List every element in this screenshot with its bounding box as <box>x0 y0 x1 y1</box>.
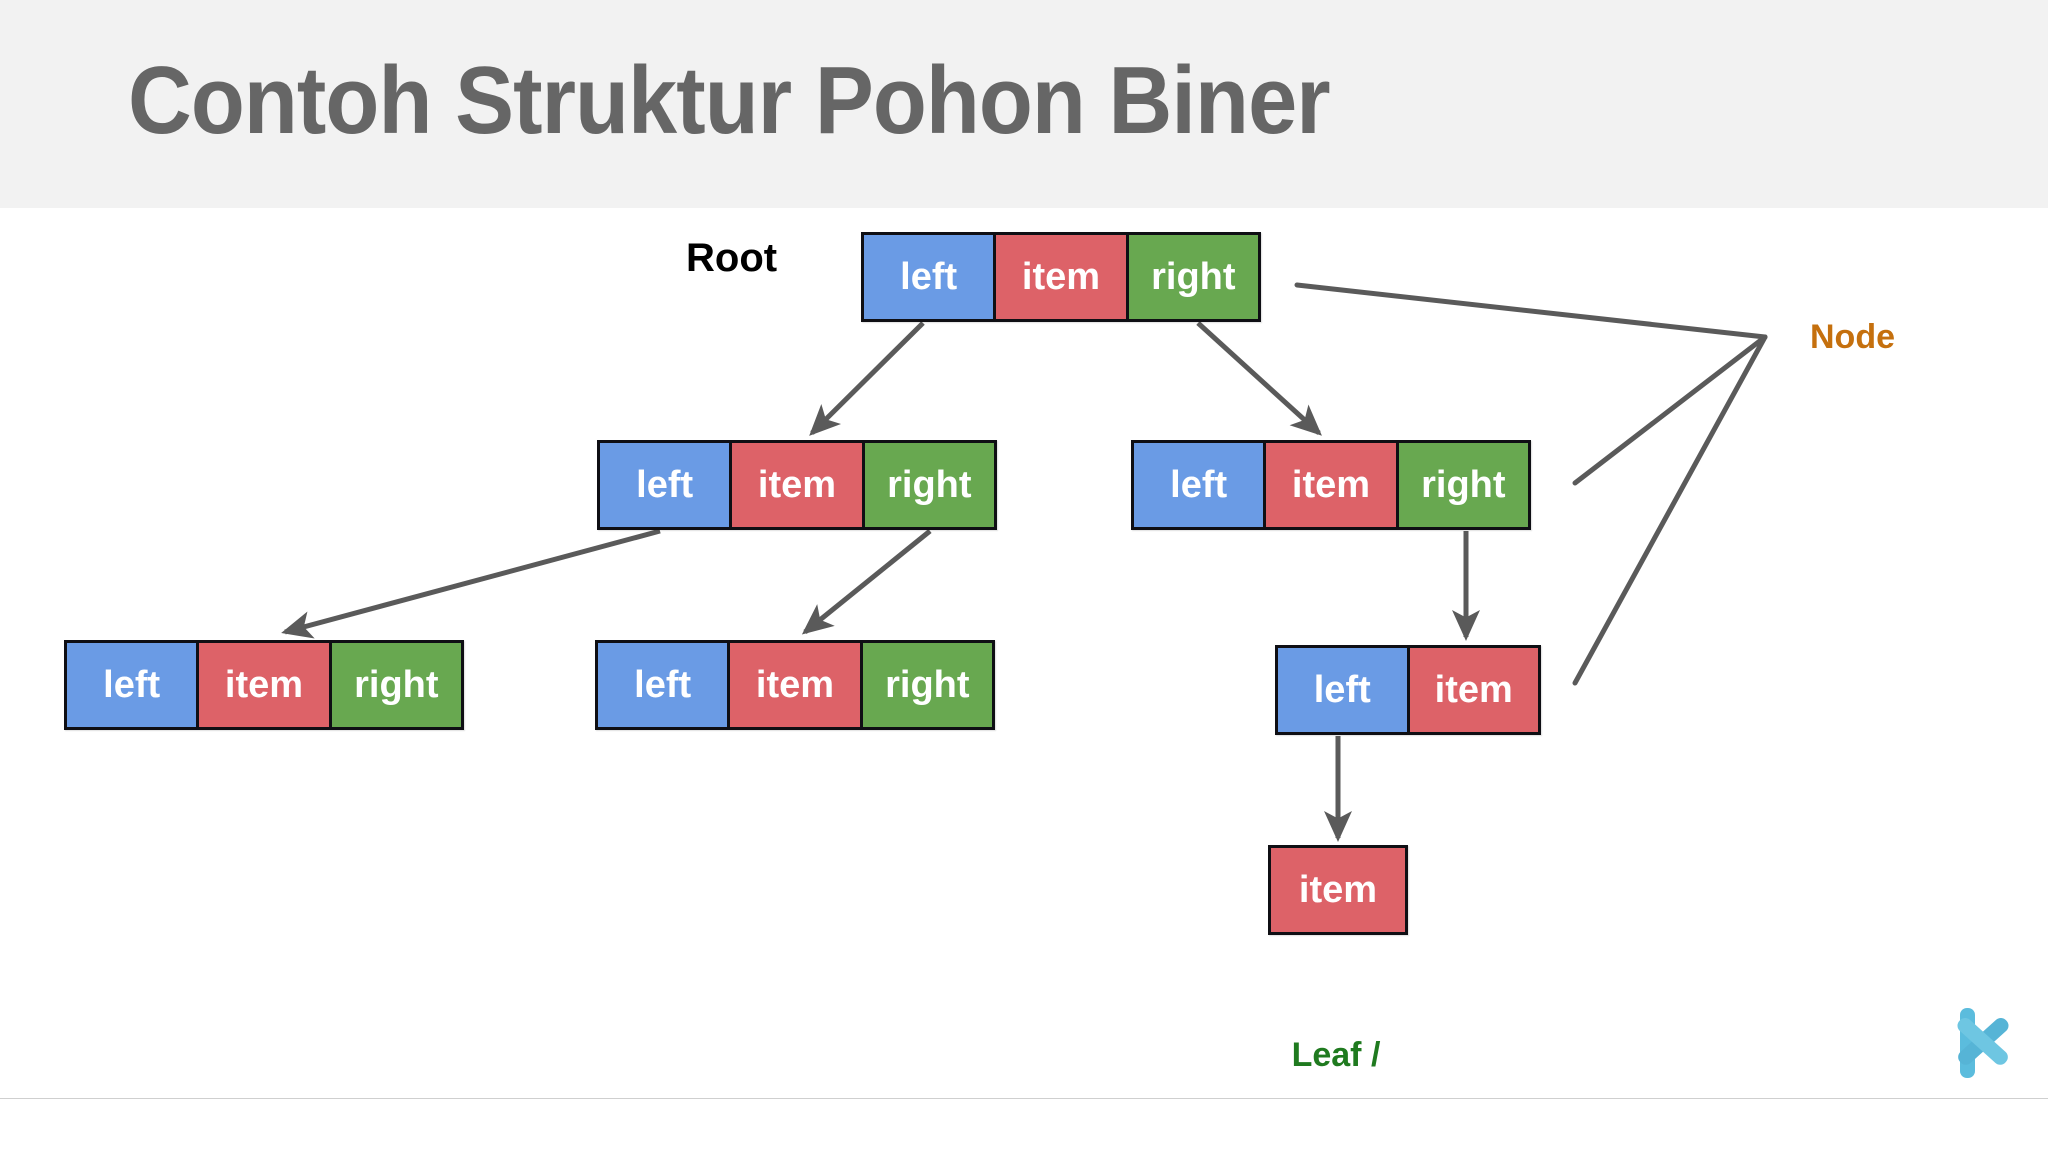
node-leader-lines <box>1294 282 1768 686</box>
level2-right-node-cell-left: left <box>1134 443 1264 527</box>
leaf-node-item-only[interactable]: item <box>1268 845 1408 935</box>
node-leader-to-root <box>1294 282 1768 340</box>
level3-far-left-node-cell-left: left <box>67 643 197 727</box>
level2-left-node-cell-right: right <box>861 443 994 527</box>
leaf-label-line2: Node tanpa cabang <box>1150 1150 1522 1152</box>
level3-right-node-two-cells-cell-left: left <box>1278 648 1407 732</box>
level2-left-right-to-middle <box>801 529 932 635</box>
level2-right-node-cell-right: right <box>1395 443 1528 527</box>
level3-middle-node-cell-left: left <box>598 643 728 727</box>
level2-left-node-cell-left: left <box>600 443 730 527</box>
level3-right-node-two-cells-cell-item: item <box>1406 648 1538 732</box>
root-left-to-level2-left <box>809 321 925 436</box>
root-node-cell-right: right <box>1125 235 1258 319</box>
level2-left-left-to-far-left <box>281 528 661 639</box>
level2-right-node-cell-item: item <box>1263 443 1396 527</box>
level3-far-left-node-cell-right: right <box>328 643 461 727</box>
page-title: Contoh Struktur Pohon Biner <box>128 47 1331 154</box>
k-logo <box>1957 1008 2009 1078</box>
leaf-node-item-only-cell-item: item <box>1271 848 1405 932</box>
level3-middle-node-cell-item: item <box>727 643 860 727</box>
level2-left-node-cell-item: item <box>729 443 862 527</box>
node-leader-to-level2-right <box>1572 334 1768 486</box>
leaf-label: Leaf / Node tanpa cabang <box>1150 960 1522 1152</box>
title-band <box>0 0 2048 208</box>
root-label: Root <box>686 236 778 280</box>
pointer-arrows <box>281 321 1480 842</box>
level3-middle-node-cell-right: right <box>859 643 992 727</box>
leaf-label-line1: Leaf / <box>1291 1036 1381 1075</box>
node-label: Node <box>1810 318 1895 356</box>
level3-far-left-node-cell-item: item <box>196 643 329 727</box>
root-right-to-level2-right <box>1196 321 1322 436</box>
root-node-cell-left: left <box>864 235 994 319</box>
node-leader-to-l3-right <box>1572 334 1768 686</box>
root-node-cell-item: item <box>993 235 1126 319</box>
footer-divider <box>0 1098 2048 1099</box>
